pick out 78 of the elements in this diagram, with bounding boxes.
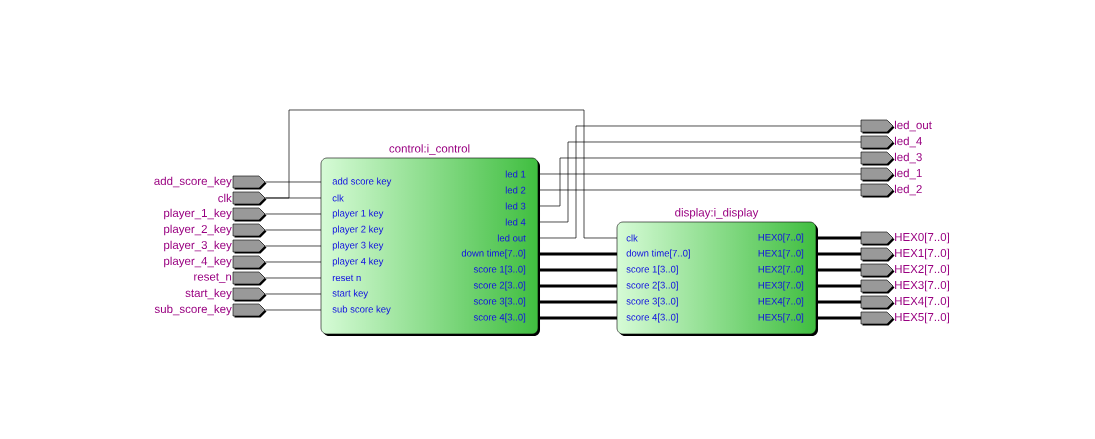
port-label: score 3[3..0] xyxy=(473,297,526,307)
wire xyxy=(265,229,322,231)
bus-wire xyxy=(538,268,617,272)
port-label: clk xyxy=(332,194,344,202)
pin-label: HEX3[7..0] xyxy=(895,280,949,292)
bus-wire xyxy=(816,316,861,320)
port-label: score 2[3..0] xyxy=(626,281,678,291)
wire xyxy=(538,189,862,191)
port-label: down time[7..0] xyxy=(461,249,526,259)
pin-label: start_key xyxy=(185,288,232,300)
port-label: reset n xyxy=(332,274,361,282)
block-title: control:i_control xyxy=(389,144,470,155)
port-label: HEX4[7..0] xyxy=(758,297,804,307)
bus-wire xyxy=(538,252,617,256)
port-label: clk xyxy=(626,234,638,242)
wire xyxy=(265,181,322,183)
port-label: led out xyxy=(497,234,526,242)
bus-wire xyxy=(538,300,617,304)
port-label: score 4[3..0] xyxy=(626,313,678,323)
pin-label: led_4 xyxy=(894,136,922,148)
port-label: HEX3[7..0] xyxy=(758,281,804,291)
wire xyxy=(265,109,618,239)
port-label: HEX5[7..0] xyxy=(758,313,804,323)
port-label: score 2[3..0] xyxy=(473,281,526,291)
pin-label: add_score_key xyxy=(154,176,232,188)
port-label: score 1[3..0] xyxy=(473,265,526,275)
pin-label: HEX5[7..0] xyxy=(895,312,949,324)
pin-label: led_2 xyxy=(894,184,922,196)
pin-label: HEX0[7..0] xyxy=(895,232,949,244)
port-label: score 3[3..0] xyxy=(626,297,678,307)
pin-label: sub_score_key xyxy=(154,304,232,316)
pin-label: player_2_key xyxy=(164,224,232,236)
port-label: down time[7..0] xyxy=(626,249,690,259)
wire xyxy=(265,293,322,295)
port-label: HEX0[7..0] xyxy=(758,233,804,243)
wire xyxy=(538,157,862,207)
port-label: led 2 xyxy=(505,186,526,194)
bus-wire xyxy=(538,284,617,288)
pin-label: player_4_key xyxy=(164,256,232,268)
port-label: player 2 key xyxy=(332,225,384,235)
port-label: player 3 key xyxy=(332,241,384,251)
wire xyxy=(265,261,322,263)
block-title: display:i_display xyxy=(675,208,759,219)
pin-label: led_1 xyxy=(894,168,922,180)
port-label: player 1 key xyxy=(332,209,384,219)
pin-label: player_3_key xyxy=(164,240,232,252)
port-label: HEX1[7..0] xyxy=(758,249,804,259)
pin-label: reset_n xyxy=(194,273,232,283)
pin-label: clk xyxy=(218,193,232,203)
pin-label: HEX2[7..0] xyxy=(895,264,949,276)
port-label: add score key xyxy=(332,177,392,187)
port-label: led 1 xyxy=(505,170,526,178)
port-label: HEX2[7..0] xyxy=(758,265,804,275)
wire xyxy=(538,173,862,175)
bus-wire xyxy=(816,284,861,288)
wire xyxy=(538,141,862,223)
port-label: led 4 xyxy=(505,218,526,226)
port-label: score 4[3..0] xyxy=(473,313,526,323)
pin-label: led_out xyxy=(894,120,932,132)
wire xyxy=(265,309,322,311)
pin-label: HEX4[7..0] xyxy=(895,296,949,308)
wire xyxy=(265,245,322,247)
wire xyxy=(538,125,862,239)
pin-label: HEX1[7..0] xyxy=(895,248,949,260)
port-label: player 4 key xyxy=(332,257,384,267)
port-label: sub score key xyxy=(332,305,391,315)
pin-label: led_3 xyxy=(894,152,922,164)
pin-label: player_1_key xyxy=(164,208,232,220)
port-label: led 3 xyxy=(505,202,526,210)
bus-wire xyxy=(816,252,861,256)
bus-wire xyxy=(538,316,617,320)
wire xyxy=(265,213,322,215)
wire xyxy=(265,277,322,279)
port-label: start key xyxy=(332,289,369,299)
bus-wire xyxy=(816,236,861,240)
port-label: score 1[3..0] xyxy=(626,265,678,275)
bus-wire xyxy=(816,268,861,272)
bus-wire xyxy=(816,300,861,304)
